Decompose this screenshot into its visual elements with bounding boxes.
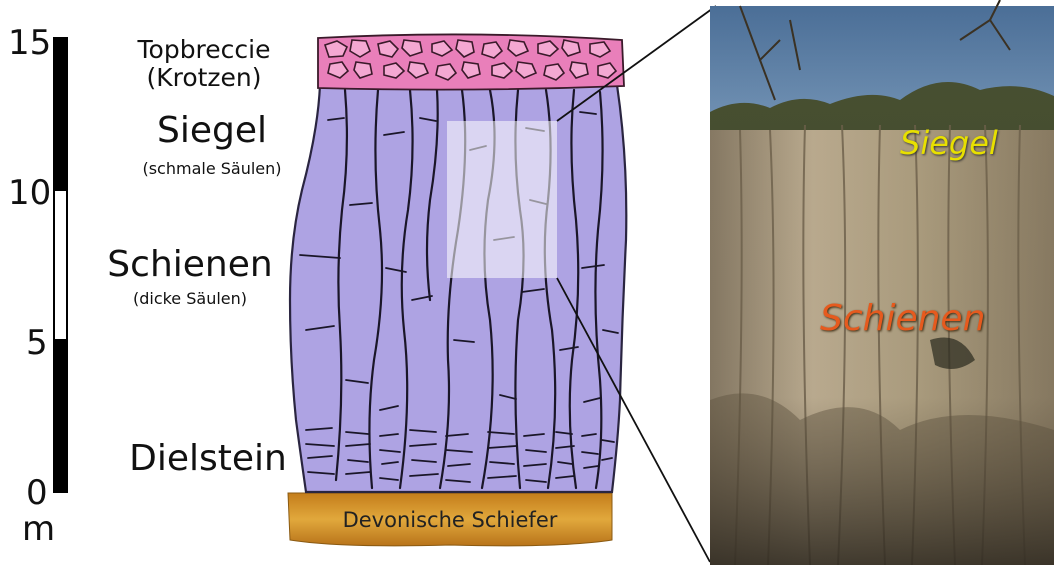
scale-segment-top bbox=[53, 37, 68, 190]
photo-label-schienen: Schienen bbox=[820, 298, 985, 339]
quarry-photo bbox=[710, 0, 1054, 565]
scale-segment-middle bbox=[54, 190, 67, 340]
label-siegel-sub: (schmale Säulen) bbox=[122, 160, 302, 178]
label-topbreccie-sub: (Krotzen) bbox=[124, 64, 284, 91]
scale-tick-10: 10 bbox=[8, 176, 51, 210]
label-devonische-schiefer: Devonische Schiefer bbox=[290, 508, 610, 532]
label-siegel: Siegel bbox=[132, 112, 292, 150]
scale-bar bbox=[53, 37, 68, 493]
label-topbreccie: Topbreccie bbox=[124, 36, 284, 63]
photo-highlight-box bbox=[447, 121, 557, 278]
scale-tick-15: 15 bbox=[8, 26, 51, 60]
label-dielstein: Dielstein bbox=[128, 440, 288, 478]
label-schienen: Schienen bbox=[100, 246, 280, 284]
scale-segment-bottom bbox=[53, 340, 68, 493]
topbreccie-layer bbox=[318, 34, 624, 89]
label-schienen-sub: (dicke Säulen) bbox=[100, 290, 280, 308]
photo-label-siegel: Siegel bbox=[900, 124, 998, 162]
scale-unit: m bbox=[22, 512, 55, 546]
scale-tick-0: 0 bbox=[26, 476, 48, 510]
scale-tick-5: 5 bbox=[26, 326, 48, 360]
